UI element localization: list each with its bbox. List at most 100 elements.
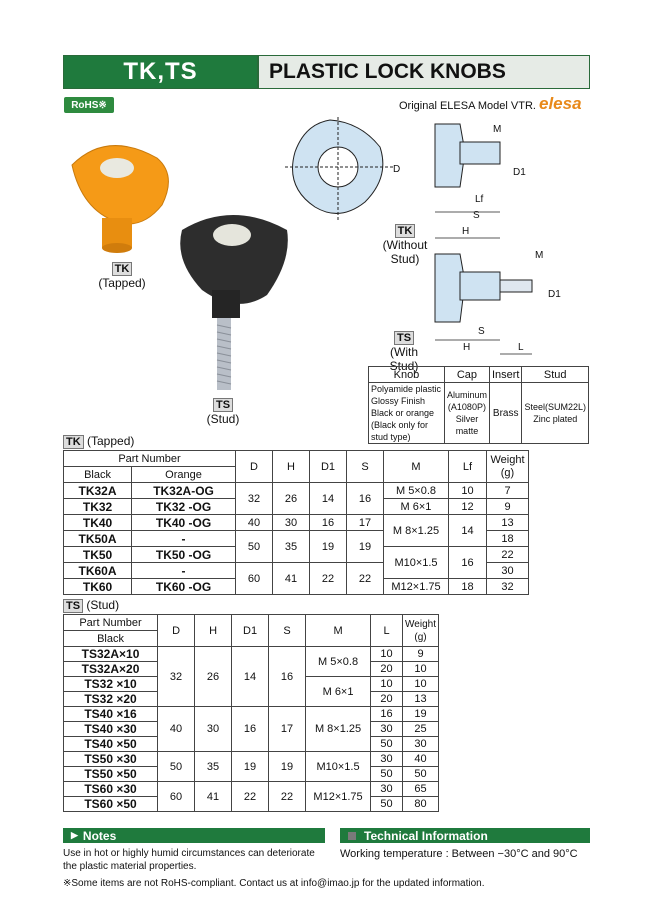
tech-header: Technical Information [340, 828, 590, 843]
ts-row-black: TS32A×10 [62, 646, 159, 662]
ts-photo-label: (Stud) [206, 412, 240, 426]
ts-row-black: TS40 ×50 [62, 736, 159, 752]
ts-cell: 30 [370, 721, 404, 737]
tk-row-orange: TK50 -OG [131, 546, 236, 563]
ts-cell: 30 [194, 706, 233, 752]
tk-cell: 32 [486, 578, 529, 595]
ts-cell: 60 [157, 781, 196, 812]
tk-cell: 41 [272, 562, 310, 595]
tk-cell: 16 [346, 482, 384, 515]
ts-cell: 30 [370, 751, 404, 767]
tk-cell: 22 [346, 562, 384, 595]
tk-cell: 35 [272, 530, 310, 563]
ts-table-caption: (Stud) [86, 598, 120, 612]
mat-header-insert: Insert [488, 366, 523, 383]
tk-cell: 22 [486, 546, 529, 563]
tk-row-orange: TK32 -OG [131, 498, 236, 515]
ts-cell: 16 [231, 706, 270, 752]
dim-l-ts: L [518, 342, 524, 353]
side-view-ts [434, 253, 466, 323]
tk-table-tag: TK [63, 435, 84, 449]
tk-drawing-label: (Without Stud) [382, 238, 428, 266]
tk-col-m: M [383, 450, 449, 483]
tk-cell: 32 [235, 482, 273, 515]
square-icon [348, 831, 356, 840]
tk-cell: M 6×1 [383, 498, 449, 515]
ts-table-tag: TS [63, 599, 84, 613]
tk-row-orange: TK60 -OG [131, 578, 236, 595]
ts-cell: 10 [402, 661, 439, 677]
ts-table: Part Number D H D1 S M L Weight(g) Black… [62, 614, 439, 812]
tk-cell: 30 [272, 514, 310, 531]
tk-cell: M12×1.75 [383, 578, 449, 595]
ts-cell: 40 [157, 706, 196, 752]
tk-row-black: TK32 [62, 498, 133, 515]
dim-lf: Lf [475, 194, 484, 205]
ts-row-black: TS32 ×10 [62, 676, 159, 692]
tk-cell: 50 [235, 530, 273, 563]
ts-cell: 50 [370, 766, 404, 782]
ts-cell: 22 [231, 781, 270, 812]
tk-col-s: S [346, 450, 384, 483]
mat-cap: Aluminum(A1080P)Silver matte [443, 382, 490, 444]
tk-orange-header: Orange [131, 466, 236, 483]
ts-cell: 10 [402, 676, 439, 692]
page-header: TK,TS PLASTIC LOCK KNOBS [63, 55, 590, 89]
tk-row-black: TK32A [62, 482, 133, 499]
tk-table: Part Number D H D1 S M Lf Weight(g) Blac… [62, 450, 529, 595]
ts-row-black: TS50 ×50 [62, 766, 159, 782]
tk-cell: M10×1.5 [383, 546, 449, 579]
dim-d1-ts: D1 [548, 289, 561, 300]
dim-m-ts: M [535, 250, 543, 261]
tk-cell: 12 [448, 498, 487, 515]
ts-cell: 65 [402, 781, 439, 797]
tk-row-black: TK50A [62, 530, 133, 547]
notes-title: Notes [82, 828, 117, 843]
ts-part-number-header: Part Number [62, 614, 159, 631]
dim-m-tk: M [493, 124, 501, 135]
tk-row-black: TK60A [62, 562, 133, 579]
ts-cell: M 8×1.25 [305, 706, 372, 752]
side-view-tk [434, 123, 466, 188]
ts-cell: 10 [370, 646, 404, 662]
ts-cell: 16 [268, 646, 307, 707]
ts-cell: 19 [231, 751, 270, 782]
ts-cell: 22 [268, 781, 307, 812]
tk-cell: 14 [309, 482, 347, 515]
tk-cell: 13 [486, 514, 529, 531]
ts-photo-caption: TS (Stud) [198, 397, 248, 426]
ts-cell: 14 [231, 646, 270, 707]
ts-col-weight: Weight(g) [402, 614, 439, 647]
ts-cell: 80 [402, 796, 439, 812]
ts-row-black: TS50 ×30 [62, 751, 159, 767]
ts-col-d1: D1 [231, 614, 270, 647]
ts-cell: 35 [194, 751, 233, 782]
tk-cell: 40 [235, 514, 273, 531]
tk-photo-tag: TK [111, 262, 133, 276]
tk-cell: 60 [235, 562, 273, 595]
dim-s-tk: S [473, 210, 480, 221]
ts-cell: 19 [268, 751, 307, 782]
dim-h-tk: H [462, 226, 469, 237]
tk-col-d1: D1 [309, 450, 347, 483]
tk-table-title: TK (Tapped) [63, 434, 134, 449]
ts-black-header: Black [62, 630, 159, 647]
ts-col-h: H [194, 614, 233, 647]
tk-row-orange: TK32A-OG [131, 482, 236, 499]
mat-header-stud: Stud [521, 366, 589, 383]
tk-cell: 16 [448, 546, 487, 579]
ts-cell: 9 [402, 646, 439, 662]
dim-s-ts: S [478, 326, 485, 337]
ts-table-title: TS (Stud) [63, 598, 119, 613]
tk-cell: 22 [309, 562, 347, 595]
ts-cell: 50 [370, 736, 404, 752]
tk-row-black: TK50 [62, 546, 133, 563]
mat-header-cap: Cap [443, 366, 490, 383]
ts-cell: 19 [402, 706, 439, 722]
tk-part-number-header: Part Number [63, 450, 236, 467]
ts-cell: 30 [370, 781, 404, 797]
tech-title: Technical Information [364, 828, 488, 843]
ts-cell: M 6×1 [305, 676, 372, 707]
